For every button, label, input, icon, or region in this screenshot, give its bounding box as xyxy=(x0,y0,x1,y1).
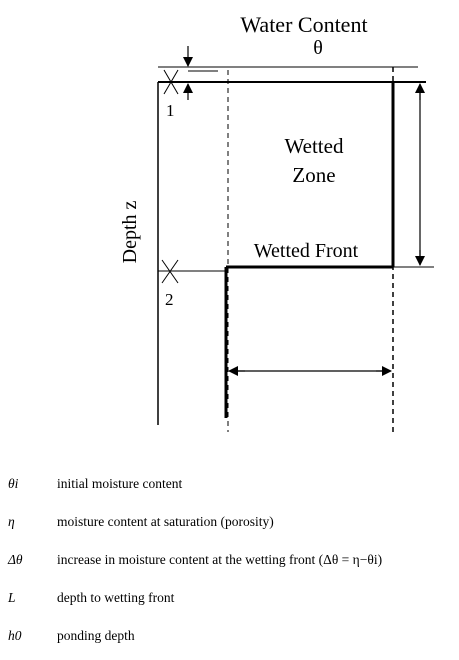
point1-cross-b xyxy=(163,69,179,95)
point1-label: 1 xyxy=(166,101,175,120)
point2-label: 2 xyxy=(165,290,174,309)
legend-description: moisture content at saturation (porosity… xyxy=(57,514,274,529)
point2-cross-b xyxy=(161,259,179,284)
legend-description: increase in moisture content at the wett… xyxy=(57,552,383,567)
legend-symbol: h0 xyxy=(8,628,22,643)
legend-row: θi initial moisture content xyxy=(0,470,459,508)
diagram-title-line2: θ xyxy=(313,37,323,59)
legend-symbol: η xyxy=(8,514,15,529)
legend-row: h0 ponding depth xyxy=(0,622,459,660)
diagram-title-line1: Water Content xyxy=(240,12,367,37)
infiltration-diagram: Water Content θ 1 2 Depth z Wetted Zone … xyxy=(119,12,434,432)
legend-description: depth to wetting front xyxy=(57,590,175,605)
legend-row: Δθ increase in moisture content at the w… xyxy=(0,546,459,584)
legend-symbol: θi xyxy=(8,476,19,491)
wetted-front-label: Wetted Front xyxy=(254,240,359,262)
legend-row: L depth to wetting front xyxy=(0,584,459,622)
depth-axis-label: Depth z xyxy=(119,201,141,264)
legend: θi initial moisture content η moisture c… xyxy=(0,470,459,660)
legend-description: ponding depth xyxy=(57,628,135,643)
wetted-zone-label-line2: Zone xyxy=(292,163,335,187)
legend-symbol: L xyxy=(8,590,16,605)
wetted-zone-label-line1: Wetted xyxy=(285,134,344,158)
legend-symbol: Δθ xyxy=(8,552,23,567)
legend-row: η moisture content at saturation (porosi… xyxy=(0,508,459,546)
legend-description: initial moisture content xyxy=(57,476,183,491)
